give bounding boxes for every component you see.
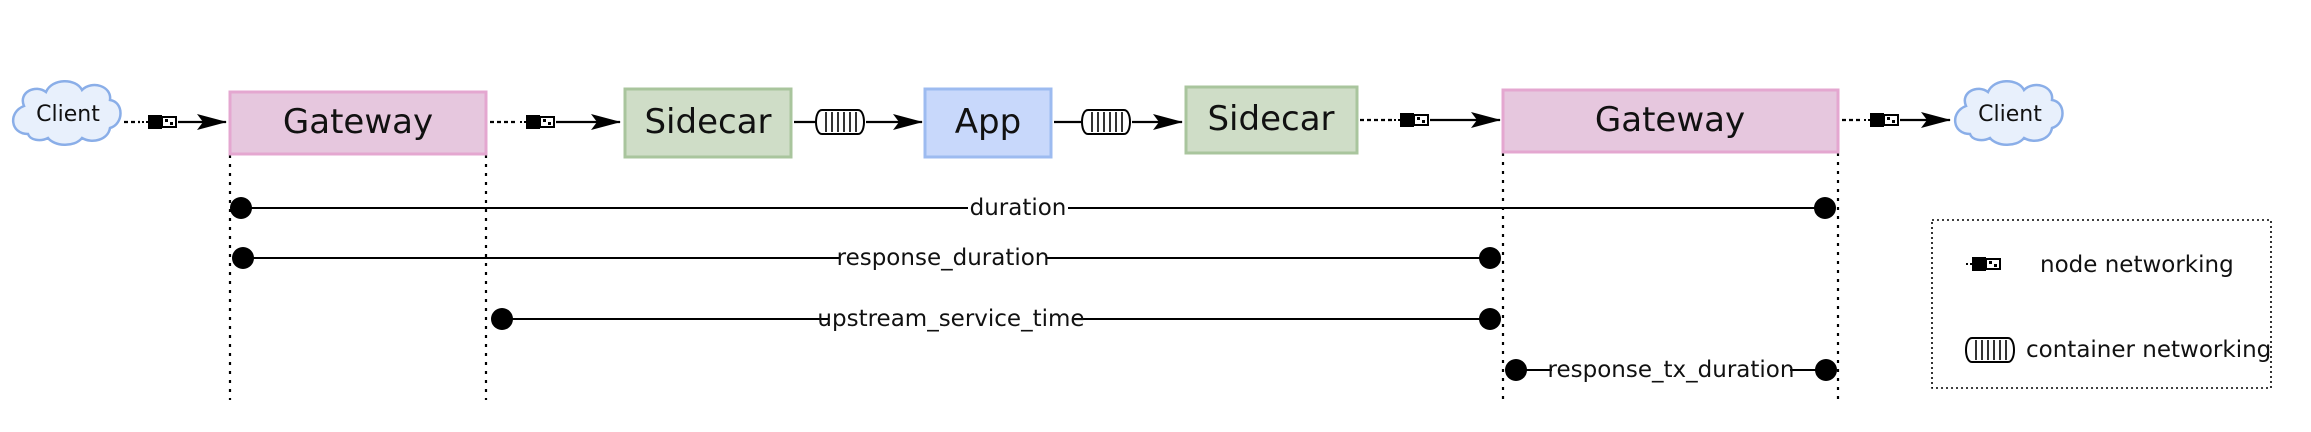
ethernet-cable-icon — [1394, 113, 1429, 127]
container-network-icon — [814, 109, 866, 135]
metric-start-dot — [230, 197, 252, 219]
metric-start-dot — [232, 247, 254, 269]
metric-end-dot — [1479, 308, 1501, 330]
sidecar-right-box — [1184, 85, 1359, 155]
client-right-node: Client — [1954, 80, 2064, 146]
app-box — [923, 87, 1053, 159]
gateway-right-label: Gateway — [1595, 100, 1745, 140]
metric-end-dot — [1815, 359, 1837, 381]
legend-container-networking-label: container networking — [2026, 337, 2271, 363]
metric-end-dot — [1479, 247, 1501, 269]
sidecar-left-box — [623, 87, 793, 159]
sidecar-left-node: Sidecar — [623, 87, 793, 159]
ethernet-cable-icon — [1864, 113, 1899, 127]
client-left-node: Client — [12, 80, 122, 146]
conn-sidecar-to-app — [794, 109, 923, 135]
metric-response-tx-duration: response_tx_duration — [1505, 357, 1837, 383]
client-left-label: Client — [36, 102, 100, 127]
metric-end-dot — [1814, 197, 1836, 219]
gateway-left-node: Gateway — [228, 90, 488, 156]
upstream-service-time-label: upstream_service_time — [817, 306, 1084, 332]
conn-sidecar-to-gateway — [1360, 112, 1501, 128]
sidecar-right-node: Sidecar — [1184, 85, 1359, 155]
ethernet-cable-icon — [1966, 257, 2001, 271]
cloud-shape — [1954, 80, 2064, 146]
metric-start-dot — [491, 308, 513, 330]
ethernet-cable-icon — [142, 115, 177, 129]
gateway-right-node: Gateway — [1501, 88, 1840, 154]
sidecar-right-label: Sidecar — [1207, 99, 1334, 139]
app-label: App — [955, 102, 1021, 142]
container-network-icon — [1080, 109, 1132, 135]
conn-client-to-gateway — [124, 114, 227, 130]
sidecar-left-label: Sidecar — [644, 102, 771, 142]
response-duration-label: response_duration — [837, 245, 1050, 271]
client-right-label: Client — [1978, 102, 2042, 127]
duration-label: duration — [970, 195, 1067, 221]
metric-duration: duration — [230, 195, 1836, 221]
conn-gateway-to-sidecar — [490, 114, 621, 130]
conn-app-to-sidecar — [1054, 109, 1183, 135]
metric-upstream-service-time: upstream_service_time — [491, 306, 1501, 332]
cloud-shape — [12, 80, 122, 146]
gateway-left-box — [228, 90, 488, 156]
timeline-guides — [228, 90, 1840, 400]
legend: node networking container networking — [1931, 219, 2272, 389]
gateway-left-label: Gateway — [283, 102, 433, 142]
legend-node-networking-label: node networking — [2040, 252, 2234, 278]
app-node: App — [923, 87, 1053, 159]
metric-response-duration: response_duration — [232, 245, 1501, 271]
metric-start-dot — [1505, 359, 1527, 381]
container-network-icon — [1964, 337, 2016, 363]
ethernet-cable-icon — [520, 115, 555, 129]
response-tx-duration-label: response_tx_duration — [1548, 357, 1795, 383]
gateway-right-box — [1501, 88, 1840, 154]
conn-gateway-to-client — [1842, 112, 1951, 128]
